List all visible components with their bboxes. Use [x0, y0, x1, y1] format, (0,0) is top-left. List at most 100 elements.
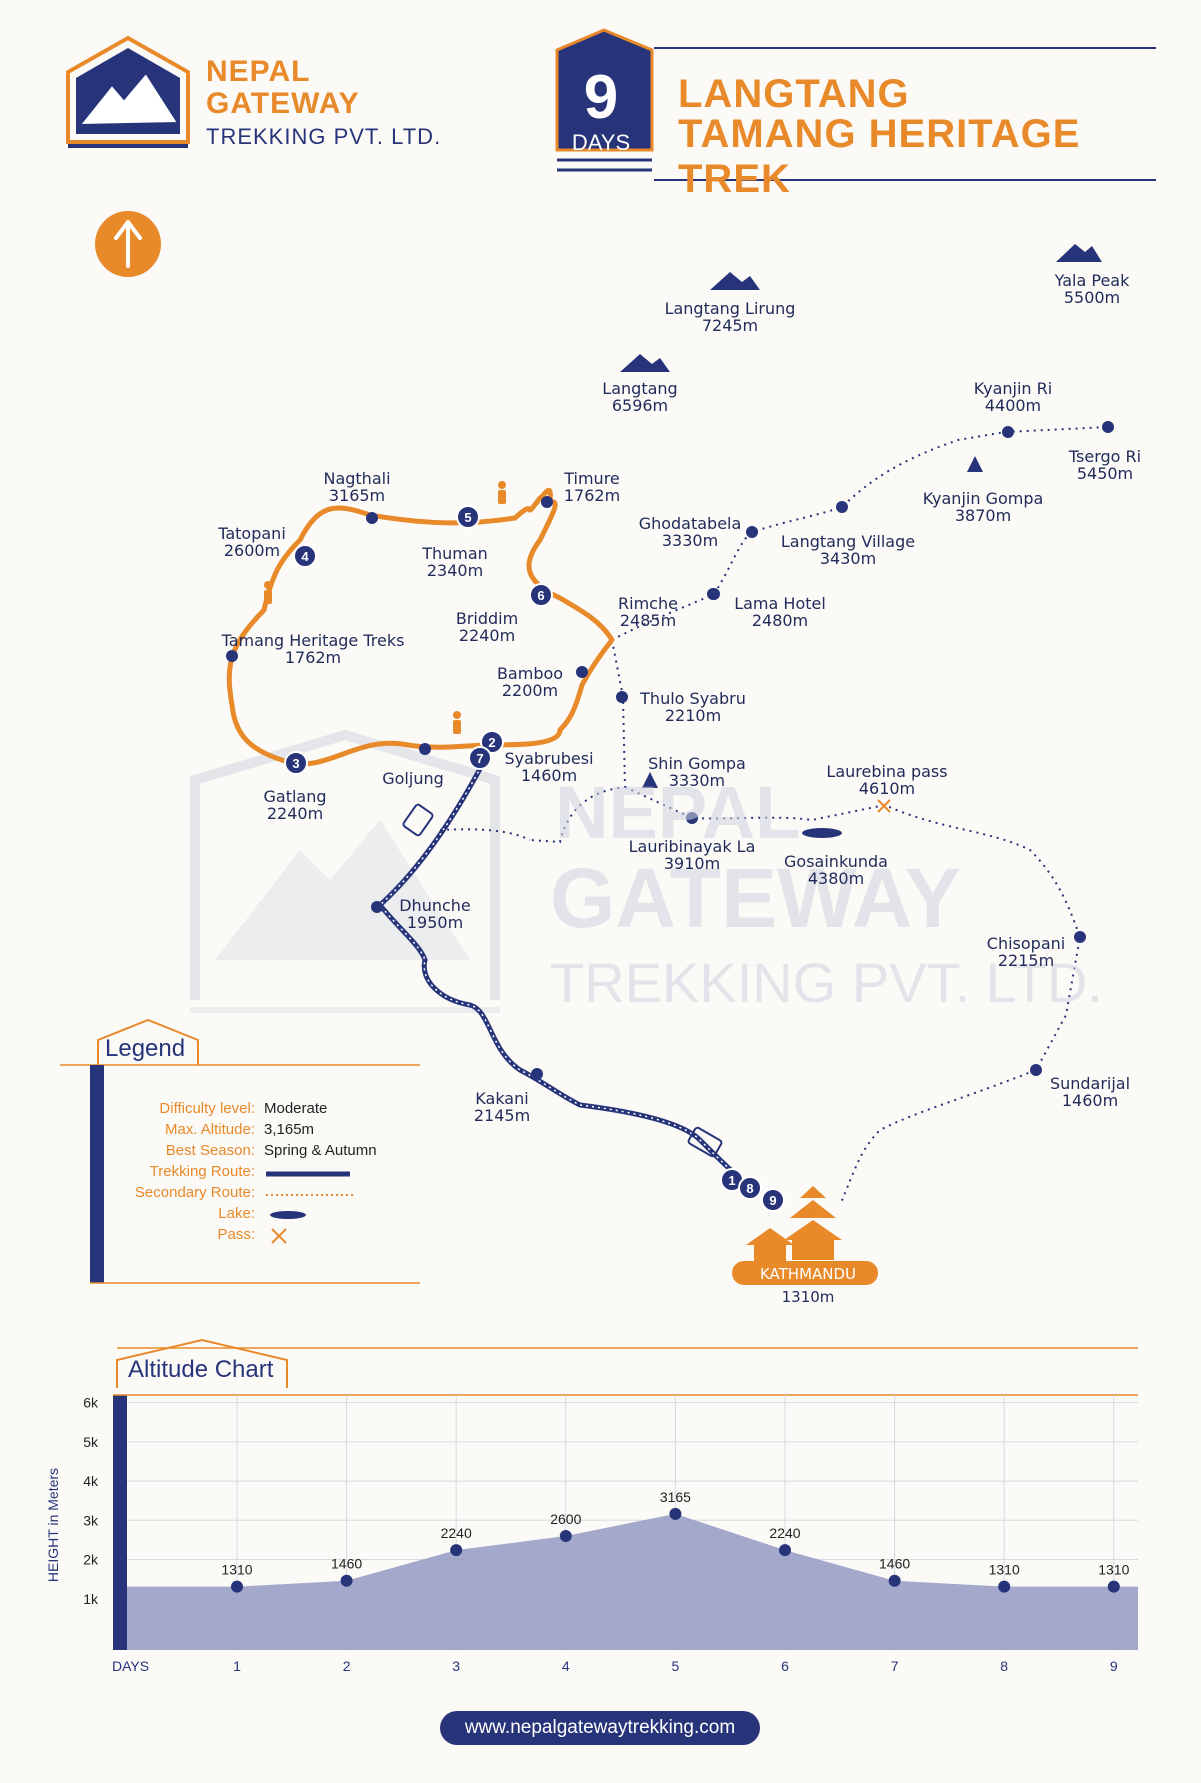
y-axis-label: HEIGHT in Meters — [45, 1468, 61, 1582]
y-tick-label: 2k — [83, 1552, 99, 1568]
altitude-point — [450, 1544, 463, 1557]
altitude-point — [779, 1544, 791, 1557]
place-name: Sundarijal — [1049, 1074, 1131, 1093]
place-name: Kyanjin Ri — [973, 379, 1053, 398]
website-link[interactable]: www.nepalgatewaytrekking.com — [440, 1711, 760, 1745]
gosainkunda-lake-icon — [802, 828, 842, 838]
kathmandu-temple-icon — [746, 1186, 842, 1261]
day-marker: 4 — [293, 544, 317, 568]
place-name: Briddim — [455, 609, 519, 628]
svg-text:2: 2 — [488, 735, 495, 750]
place-dot — [686, 812, 698, 824]
legend-pass-icon — [271, 1228, 287, 1244]
place-name: Gosainkunda — [784, 852, 888, 871]
place-name: Kyanjin Gompa — [922, 489, 1044, 508]
place-elevation: 3330m — [661, 531, 719, 550]
day-marker: 1 — [720, 1168, 744, 1192]
peak-name: Yala Peak — [1054, 271, 1130, 290]
legend-label: Secondary Route: — [134, 1184, 255, 1201]
place-elevation: 3430m — [819, 549, 877, 568]
altitude-data-label: 1460 — [879, 1556, 910, 1572]
place-dot — [541, 496, 553, 508]
legend-label: Lake: — [218, 1205, 255, 1222]
days-label: DAYS — [571, 130, 631, 155]
svg-text:1: 1 — [728, 1173, 735, 1188]
place-dot — [226, 650, 238, 662]
place-dot — [1002, 426, 1014, 438]
altitude-point — [669, 1507, 682, 1520]
peak-elevation: 7245m — [701, 316, 759, 335]
place-dot — [419, 743, 431, 755]
place-elevation: 4610m — [858, 779, 916, 798]
place-elevation: 2200m — [501, 681, 559, 700]
altitude-data-label: 1460 — [331, 1556, 362, 1572]
x-tick-label: 4 — [562, 1658, 570, 1674]
altitude-point — [340, 1574, 353, 1587]
place-dot — [1074, 931, 1086, 943]
brand-subtitle: TREKKING PVT. LTD. — [206, 124, 442, 149]
altitude-data-label: 2240 — [441, 1525, 472, 1541]
place-elevation: 1950m — [406, 913, 464, 932]
place-name: Ghodatabela — [638, 514, 742, 533]
legend-label: Trekking Route: — [149, 1163, 255, 1180]
altitude-data-label: 2240 — [769, 1525, 800, 1541]
day-marker: 6 — [529, 583, 553, 607]
place-elevation: 4380m — [807, 869, 865, 888]
legend-label: Best Season: — [165, 1142, 255, 1159]
bus-icon — [402, 803, 723, 1158]
svg-text:3: 3 — [292, 756, 299, 771]
place-name: Tatopani — [218, 524, 286, 543]
place-elevation: 3910m — [663, 854, 721, 873]
watermark-logo — [190, 729, 500, 1013]
place-name: Thuman — [422, 544, 488, 563]
legend-label: Pass: — [217, 1226, 255, 1243]
place-name: Lama Hotel — [734, 594, 826, 613]
altitude-chart-frame — [60, 1018, 1138, 1650]
peak-name: Langtang — [602, 379, 678, 398]
place-name: Tamang Heritage Treks — [221, 631, 405, 650]
place-name: KATHMANDU — [759, 1265, 857, 1283]
svg-text:8: 8 — [746, 1181, 753, 1196]
place-elevation: 2600m — [223, 541, 281, 560]
x-tick-label: 8 — [1000, 1658, 1008, 1674]
place-name: Langtang Village — [780, 532, 916, 551]
x-tick-label: 5 — [672, 1658, 680, 1674]
altitude-data-label: 1310 — [989, 1562, 1020, 1578]
place-dot — [1102, 421, 1114, 433]
secondary-route — [439, 426, 1109, 1206]
place-elevation: 2240m — [266, 804, 324, 823]
place-elevation: 2215m — [997, 951, 1055, 970]
altitude-data-label: 1310 — [1098, 1562, 1129, 1578]
place-name: Dhunche — [399, 896, 471, 915]
place-elevation: 2480m — [751, 611, 809, 630]
place-label: Goljung — [382, 770, 444, 787]
y-tick-label: 5k — [83, 1434, 99, 1450]
peak-name: Langtang Lirung — [664, 299, 796, 318]
svg-text:5: 5 — [464, 510, 471, 525]
x-tick-label: 1 — [233, 1658, 241, 1674]
place-elevation: 5450m — [1076, 464, 1134, 483]
place-dot — [366, 512, 378, 524]
svg-text:4: 4 — [301, 549, 309, 564]
place-name: Chisopani — [986, 934, 1066, 953]
svg-text:7: 7 — [476, 751, 483, 766]
peak-elevation: 6596m — [611, 396, 669, 415]
north-arrow-icon — [95, 211, 161, 277]
legend-value: Moderate — [264, 1100, 328, 1117]
